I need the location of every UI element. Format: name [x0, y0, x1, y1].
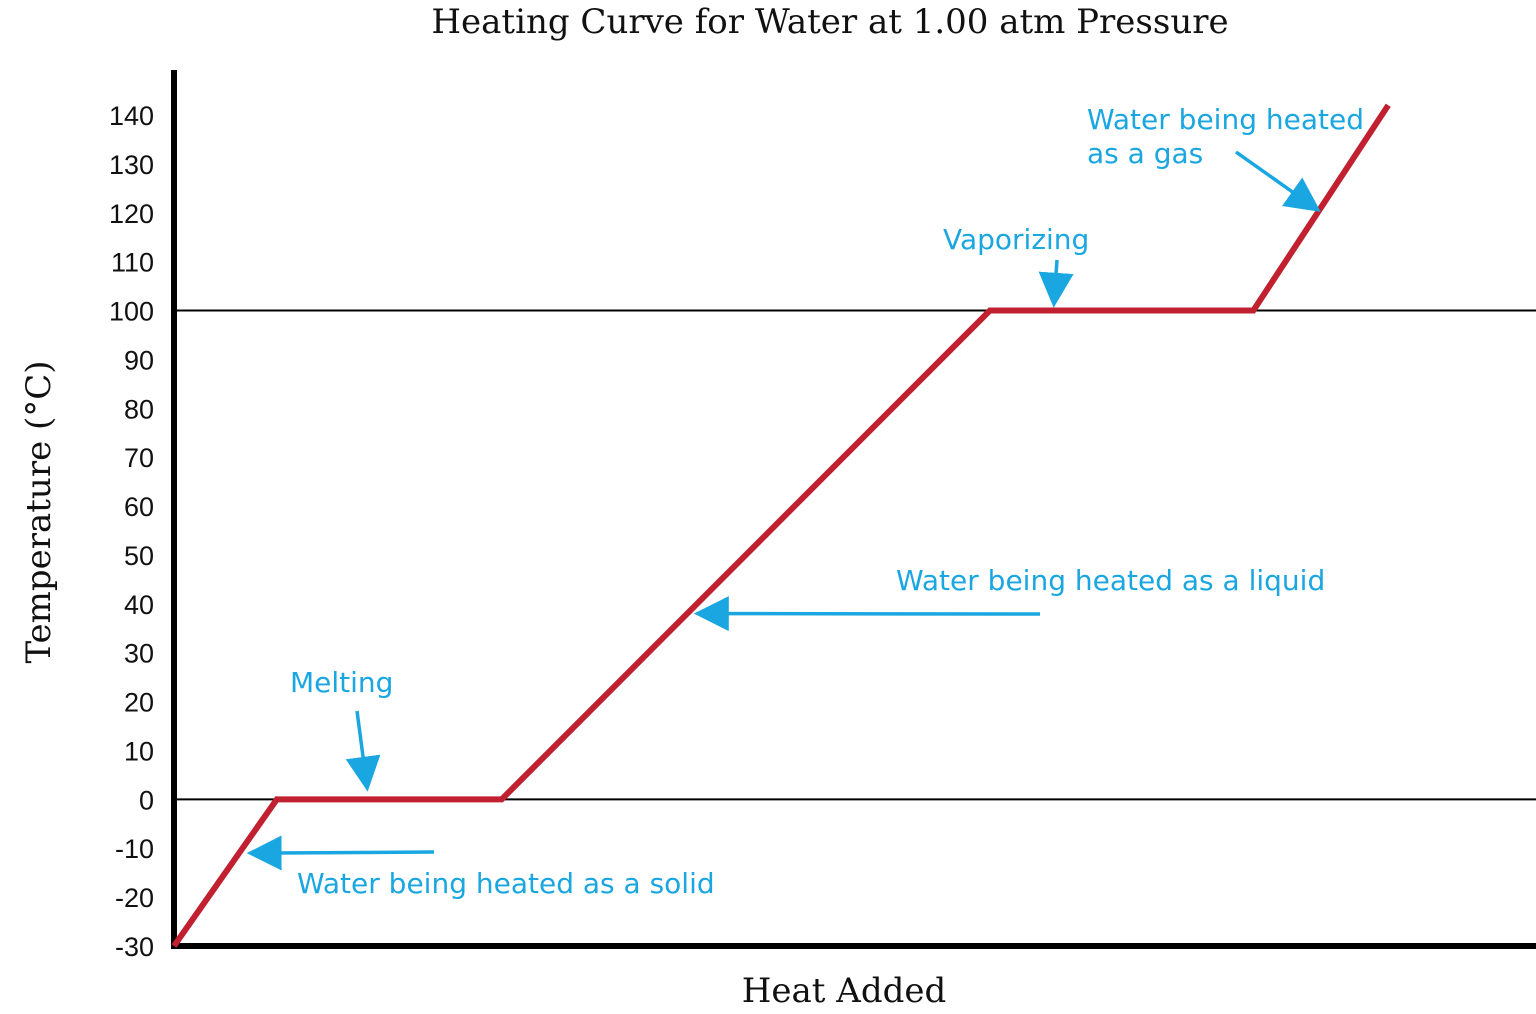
- annotation-liquid-text: Water being heated as a liquid: [896, 564, 1325, 597]
- series-layer: [171, 103, 1391, 948]
- y-tick-labels: -30 -20 -10 0 10 20 30 40 50 60 70 80 90 100 110 120 130…: [109, 101, 154, 962]
- y-tick-label: -10: [115, 834, 154, 864]
- y-tick-label: 10: [124, 736, 154, 766]
- annotation-gas-text: as a gas: [1087, 137, 1203, 170]
- y-tick-label: 50: [124, 541, 154, 571]
- y-tick-label: 100: [109, 297, 154, 327]
- annotation-solid-arrow: [246, 835, 435, 871]
- annotation-melting-arrow: [345, 710, 381, 792]
- y-tick-label: 40: [124, 590, 154, 620]
- y-tick-label: 30: [124, 639, 154, 669]
- y-axis-label: Temperature (°C): [19, 360, 59, 663]
- annotation-vaporizing-arrow: [1038, 259, 1074, 308]
- annotation-vaporizing-text: Vaporizing: [943, 223, 1089, 256]
- y-tick-label: 140: [109, 101, 154, 131]
- y-tick-label: -30: [115, 932, 154, 962]
- y-tick-label: 20: [124, 688, 154, 718]
- y-tick-label: 80: [124, 394, 154, 424]
- annotation-gas-text: Water being heated: [1087, 103, 1364, 136]
- y-tick-label: 0: [139, 785, 154, 815]
- annotation-gas-arrow: [1234, 150, 1321, 212]
- series-line-0: [171, 103, 1391, 948]
- annotations-layer: Water being heated as a solid Melting Wate…: [246, 103, 1364, 900]
- y-tick-label: 120: [109, 199, 154, 229]
- y-tick-label: 130: [109, 150, 154, 180]
- y-tick-label: 110: [111, 248, 154, 278]
- y-tick-label: 90: [124, 345, 154, 375]
- y-tick-label: -20: [115, 883, 154, 913]
- y-tick-label: 60: [124, 492, 154, 522]
- annotation-melting-text: Melting: [290, 666, 393, 699]
- chart-title: Heating Curve for Water at 1.00 atm Pres…: [431, 2, 1228, 42]
- y-tick-label: 70: [124, 443, 154, 473]
- x-axis-label: Heat Added: [742, 971, 946, 1011]
- annotation-solid-text: Water being heated as a solid: [297, 867, 715, 900]
- reference-lines: [174, 309, 1536, 801]
